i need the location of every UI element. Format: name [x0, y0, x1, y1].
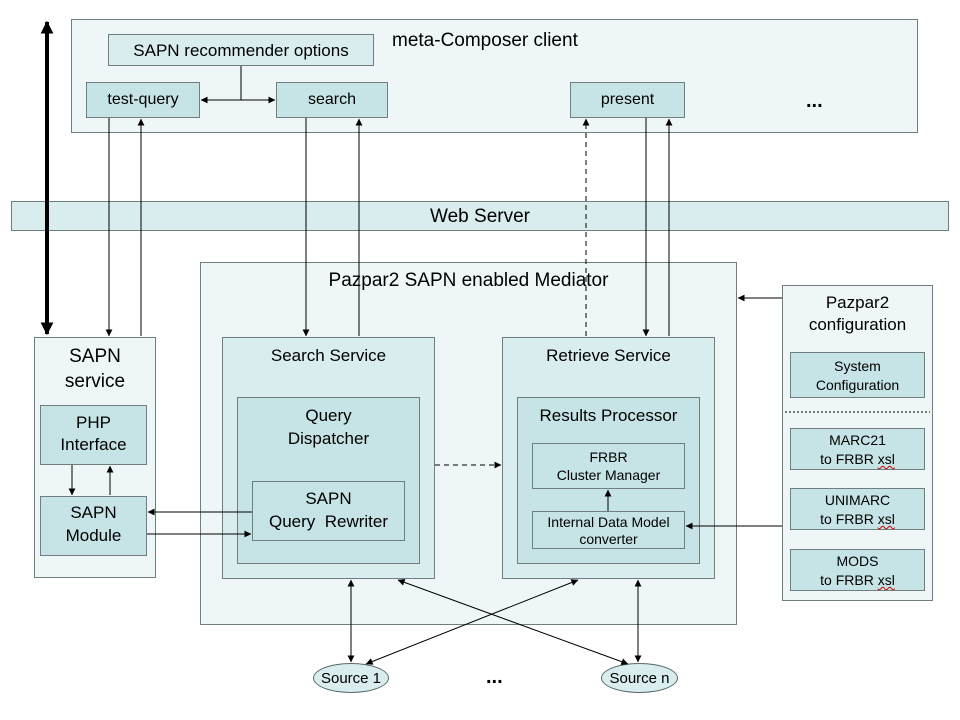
- present-label: present: [600, 91, 655, 108]
- marc21-label-1: MARC21: [829, 432, 886, 448]
- search-service-label: Search Service: [270, 346, 387, 365]
- present-box: [570, 82, 685, 118]
- meta-composer-client-title: meta-Composer client: [392, 30, 578, 51]
- sapn-module-box: [40, 496, 147, 556]
- query-rewriter-label-1: SAPN: [305, 489, 352, 508]
- internal-converter-label-1: Internal Data Model: [547, 514, 670, 530]
- system-configuration-label-2: Configuration: [815, 377, 900, 393]
- sapn-recommender-options-box: [108, 34, 374, 66]
- mediator-title: Pazpar2 SAPN enabled Mediator: [328, 270, 609, 291]
- query-rewriter-label-2: Query Rewriter: [268, 512, 389, 531]
- sapn-service-title-2: service: [64, 371, 126, 392]
- search-service-source-n-arrow: [397, 578, 629, 666]
- sapn-module-label-2: Module: [65, 526, 122, 545]
- php-interface-box: [40, 405, 147, 465]
- mods-label-1: MODS: [836, 553, 879, 569]
- unimarc-xsl-text: xsl: [877, 511, 895, 527]
- search-label: search: [307, 91, 357, 108]
- test-query-label: test-query: [107, 91, 179, 108]
- query-dispatcher-label-2: Dispatcher: [287, 429, 370, 448]
- unimarc-to-frbr-text: to FRBR: [820, 511, 878, 527]
- query-rewriter-box: [252, 481, 405, 541]
- search-box: [276, 82, 388, 118]
- retrieve-service-label: Retrieve Service: [546, 346, 671, 365]
- php-interface-label-1: PHP: [76, 413, 111, 432]
- sapn-module-label-1: SAPN: [70, 503, 117, 522]
- frbr-cluster-label-1: FRBR: [589, 449, 628, 465]
- marc21-to-frbr-text: to FRBR: [820, 451, 878, 467]
- client-ellipsis: ...: [806, 90, 823, 112]
- frbr-cluster-manager-box: [532, 443, 685, 489]
- mods-label-2: to FRBR xsl: [790, 572, 925, 588]
- unimarc-label-2: to FRBR xsl: [790, 511, 925, 527]
- sources-ellipsis: ...: [486, 666, 503, 688]
- marc21-xsl-box: [790, 428, 925, 470]
- source-1-label: Source 1: [320, 669, 382, 687]
- system-configuration-box: [790, 352, 925, 398]
- results-processor-label: Results Processor: [539, 406, 678, 425]
- frbr-cluster-label-2: Cluster Manager: [556, 467, 661, 483]
- source-1-node: Source 1: [313, 663, 389, 693]
- unimarc-label-1: UNIMARC: [824, 492, 891, 508]
- marc21-label-2: to FRBR xsl: [790, 451, 925, 467]
- unimarc-xsl-box: [790, 488, 925, 530]
- internal-converter-label-2: converter: [579, 531, 638, 547]
- configuration-title-2: configuration: [808, 315, 907, 334]
- mods-to-frbr-text: to FRBR: [820, 572, 878, 588]
- mods-xsl-text: xsl: [877, 572, 895, 588]
- internal-data-model-converter-box: [532, 511, 685, 549]
- source-n-label: Source n: [609, 669, 670, 687]
- web-server-label: Web Server: [430, 206, 530, 227]
- sapn-recommender-options-label: SAPN recommender options: [133, 41, 349, 60]
- sapn-service-title-1: SAPN: [69, 346, 121, 367]
- retrieve-service-source-1-arrow: [365, 579, 579, 665]
- mods-xsl-box: [790, 549, 925, 591]
- php-interface-label-2: Interface: [60, 435, 127, 454]
- configuration-title-1: Pazpar2: [825, 293, 890, 312]
- source-n-node: Source n: [601, 663, 678, 693]
- test-query-box: [86, 82, 200, 118]
- marc21-xsl-text: xsl: [877, 451, 895, 467]
- web-server-bar: [11, 201, 949, 231]
- system-configuration-label-1: System: [834, 358, 881, 374]
- query-dispatcher-label-1: Query: [305, 406, 352, 425]
